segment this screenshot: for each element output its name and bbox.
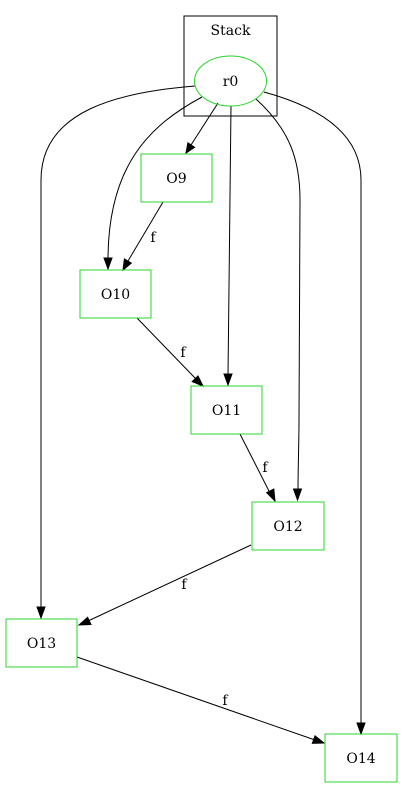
arrowhead — [77, 616, 92, 626]
edge-line — [76, 656, 316, 741]
node-o13-shape — [5, 618, 78, 668]
edge-line — [40, 85, 196, 609]
node-o10: O10 — [79, 269, 152, 319]
arrowhead — [185, 141, 196, 155]
edge-label: f — [181, 577, 188, 593]
edge-r0-o13 — [36, 85, 196, 620]
node-r0-label: r0 — [223, 74, 239, 90]
node-o12-label: O12 — [273, 519, 302, 535]
arrowhead — [36, 606, 46, 620]
arrowhead — [265, 488, 276, 503]
edge-label: f — [222, 693, 229, 709]
arrowhead — [223, 373, 233, 387]
node-o10-shape — [79, 269, 152, 319]
edge-o12-o13: f — [77, 544, 252, 626]
edge-r0-o14 — [263, 91, 366, 736]
stack-cluster: Stack — [183, 15, 278, 117]
arrowhead — [292, 488, 303, 502]
edge-label: f — [262, 460, 269, 476]
arrowhead — [191, 375, 205, 387]
node-r0-shape — [194, 55, 267, 107]
node-o12: O12 — [251, 501, 325, 551]
edge-line — [136, 317, 197, 380]
node-o9-label: O9 — [166, 171, 186, 187]
edge-o11-o12: f — [239, 433, 276, 503]
arrowhead — [103, 257, 113, 271]
node-o13-label: O13 — [27, 636, 56, 652]
edge-r0-o10 — [103, 96, 203, 271]
node-o12-shape — [251, 501, 325, 551]
node-o14: O14 — [324, 733, 398, 783]
edge-line — [239, 433, 271, 494]
arrowhead — [356, 722, 366, 736]
edge-line — [227, 105, 232, 377]
node-o9: O9 — [140, 153, 213, 203]
node-o11-shape — [190, 385, 263, 435]
node-o11: O11 — [190, 385, 263, 435]
edge-line — [127, 201, 164, 262]
edge-label: f — [180, 345, 187, 361]
edge-o13-o14: f — [76, 656, 326, 744]
arrowhead — [311, 734, 326, 744]
edge-o10-o11: f — [136, 317, 205, 387]
node-o13: O13 — [5, 618, 78, 668]
arrowhead — [122, 258, 133, 272]
edges: f f f f f — [36, 85, 366, 744]
node-r0: r0 — [194, 55, 267, 107]
edge-line — [190, 102, 219, 146]
edge-r0-o11 — [223, 105, 233, 387]
node-o11-label: O11 — [212, 403, 241, 419]
edge-line — [263, 91, 362, 725]
nodes: r0 O9 O10 O11 O12 O13 O14 — [5, 55, 398, 783]
edge-line — [87, 544, 252, 622]
node-o10-label: O10 — [101, 287, 130, 303]
edge-o9-o10: f — [122, 201, 164, 272]
node-o14-shape — [324, 733, 398, 783]
edge-line — [107, 96, 203, 261]
stack-cluster-label: Stack — [211, 23, 251, 39]
edge-r0-o9 — [185, 102, 219, 155]
node-o14-label: O14 — [346, 751, 375, 767]
edge-line — [255, 98, 301, 492]
node-o9-shape — [140, 153, 213, 203]
edge-label: f — [150, 230, 157, 246]
edge-r0-o12 — [255, 98, 303, 502]
